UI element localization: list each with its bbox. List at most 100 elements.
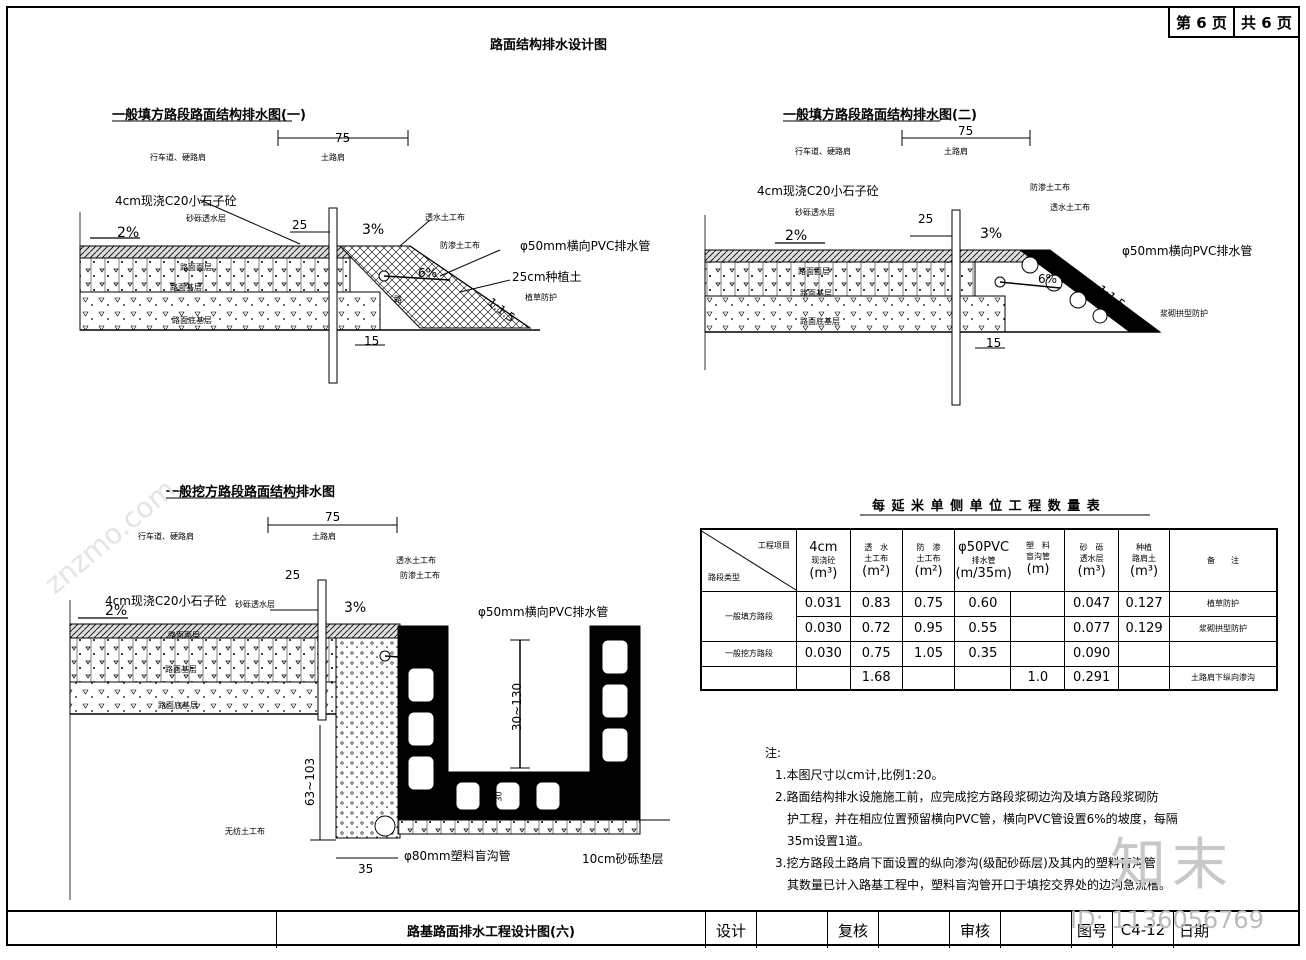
d3-dim-35: 35: [358, 862, 374, 876]
d3-layer3: 路面底基层: [158, 701, 198, 710]
d2-concrete-label: 4cm现浇C20小石子砼: [757, 184, 879, 198]
d3-slope-3: 3%: [344, 600, 367, 616]
d1-protect-label: 植草防护: [525, 293, 557, 302]
d3-concrete-label: 4cm现浇C20小石子砼: [105, 594, 227, 608]
d3-seepage-label: 防渗土工布: [400, 571, 440, 580]
title-block: 路基路面排水工程设计图(六) 设计 复核 审核 图号 C4-12 日期: [6, 910, 1300, 948]
notes-heading: 注:: [765, 746, 782, 760]
group-fill: 一般填方路段: [700, 590, 797, 642]
page-number-box: 第 6 页 共 6 页: [1168, 6, 1300, 38]
d3-pvc-label: φ50mm横向PVC排水管: [478, 605, 609, 619]
d3-dim-75: 75: [325, 510, 341, 524]
d2-slope-6: 6%: [1038, 272, 1058, 286]
main-title: 路面结构排水设计图: [490, 38, 608, 53]
d2-geotextile-label: 透水土工布: [1050, 203, 1090, 212]
date-label: 日期: [1178, 921, 1209, 940]
d3-height-label: 30~130: [510, 682, 525, 732]
note-item: 3.挖方路段土路肩下面设置的纵向渗沟(级配砂砾层)及其内的塑料盲沟管，: [775, 856, 1168, 870]
diagram2-title: 一般填方路段路面结构排水图(二): [783, 108, 977, 123]
d1-fill-label: 路: [394, 295, 402, 304]
d3-dim-30: 30: [494, 791, 504, 802]
header-gravel-layer: 砂 砾透水层(m³): [1064, 528, 1120, 592]
table-row: 一般挖方路段 0.030 0.75 1.05 0.35 0.090: [700, 640, 1278, 667]
d3-slope-6: 6%: [414, 642, 434, 656]
d2-dim-25: 25: [918, 212, 934, 226]
d1-dim-15: 15: [364, 334, 380, 348]
d1-lane-label: 行车道、硬路肩: [150, 153, 206, 162]
d2-protect-label: 浆砌拱型防护: [1160, 309, 1208, 318]
drawing-no-label: 图号: [1072, 912, 1113, 948]
d1-dim-25: 25: [292, 218, 308, 232]
drawing-title: 路基路面排水工程设计图(六): [277, 912, 706, 948]
note-item: 2.路面结构排水设施施工前，应完成挖方路段浆砌边沟及填方路段浆砌防: [775, 790, 1159, 804]
d3-geotextile-label: 透水土工布: [396, 556, 436, 565]
d2-seepage-label: 防渗土工布: [1030, 183, 1070, 192]
header-planting-soil: 种植路肩土(m³): [1118, 528, 1170, 592]
header-permeable-geotextile: 透 水土工布(m²): [849, 528, 903, 592]
drawing-frame: [6, 6, 1300, 946]
table-row: 0.030 0.72 0.95 0.55 0.077 0.129 浆砌拱型防护: [701, 615, 1278, 642]
d3-pipe80-label: φ80mm塑料盲沟管: [404, 849, 511, 863]
diagram1-title: 一般填方路段路面结构排水图(一): [112, 108, 306, 123]
page-total: 共 6 页: [1241, 13, 1292, 32]
d2-layer3: 路面底基层: [800, 317, 840, 326]
table-title: 每 延 米 单 侧 单 位 工 程 数 量 表: [872, 499, 1101, 514]
d3-sand-label: 10cm砂砾垫层: [582, 852, 664, 866]
d1-slope-2: 2%: [117, 225, 140, 241]
d3-depth-label: 63~103: [303, 757, 318, 807]
group-cut: 一般挖方路段: [700, 640, 797, 667]
d3-lane-label: 行车道、硬路肩: [138, 532, 194, 541]
d1-soil-label: 25cm种植土: [512, 270, 582, 284]
d3-gravel-label: 砂砾透水层: [235, 600, 275, 609]
diagram2-section: [704, 120, 1162, 406]
table-corner: 工程项目 路段类型: [700, 528, 797, 592]
page-current: 第 6 页: [1170, 8, 1235, 36]
review-label: 审核: [950, 912, 1001, 948]
notes-block: 注: 1.本图尺寸以cm计,比例1:20。 2.路面结构排水设施施工前，应完成挖…: [765, 742, 1178, 896]
d3-nonwoven-label: 无纺土工布: [225, 827, 265, 836]
watermark-id: ID: 1136056769: [1070, 906, 1264, 934]
header-seepage-geotextile: 防 渗土工布(m²): [901, 528, 956, 592]
d2-slope-2: 2%: [785, 228, 808, 244]
table-row: 1.68 1.0 0.291 土路肩下纵向渗沟: [700, 665, 1278, 691]
d2-gravel-label: 砂砾透水层: [795, 208, 835, 217]
table-row: 一般填方路段 0.031 0.83 0.75 0.60 0.047 0.127 …: [700, 590, 1278, 642]
d1-geotextile-label: 透水土工布: [425, 213, 465, 222]
diagram1-section: [79, 120, 540, 384]
d2-dim-75: 75: [958, 124, 974, 138]
note-item: 其数量已计入路基工程中，塑料盲沟管开口于填挖交界处的边沟急流槽。: [787, 878, 1172, 892]
check-label: 复核: [828, 912, 879, 948]
note-item: 35m设置1道。: [787, 834, 870, 848]
d1-concrete-label: 4cm现浇C20小石子砼: [115, 194, 237, 208]
note-item: 护工程，并在相应位置预留横向PVC管，横向PVC管设置6%的坡度，每隔: [787, 812, 1178, 826]
d2-layer2: 路面基层: [800, 289, 832, 298]
d3-slope-2: 2%: [105, 603, 128, 619]
d1-slope-3: 3%: [362, 222, 385, 238]
d3-shoulder-label: 土路肩: [312, 532, 336, 541]
diagram3-section: [69, 497, 670, 900]
d1-layer2: 路面基层: [170, 283, 202, 292]
drawing-no-value: C4-12: [1113, 912, 1174, 948]
d1-gravel-label: 砂砾透水层: [186, 214, 226, 223]
d3-layer1: 路面面层: [168, 631, 200, 640]
d2-dim-15: 15: [986, 336, 1002, 350]
diagram3-title: 一般挖方路段路面结构排水图: [166, 485, 336, 500]
d1-pvc-label: φ50mm横向PVC排水管: [520, 239, 651, 253]
watermark-brand: 知末: [1110, 833, 1234, 898]
note-item: 1.本图尺寸以cm计,比例1:20。: [775, 768, 944, 782]
d1-layer1: 路面面层: [180, 263, 212, 272]
d2-pvc-label: φ50mm横向PVC排水管: [1122, 244, 1253, 258]
d1-layer3: 路面底基层: [172, 316, 212, 325]
design-label: 设计: [706, 912, 757, 948]
header-remarks: 备 注: [1169, 528, 1278, 592]
d2-layer1: 路面面层: [798, 267, 830, 276]
d1-slope-6: 6%: [418, 266, 438, 280]
d2-shoulder-label: 土路肩: [944, 147, 968, 156]
d2-slope-3: 3%: [980, 226, 1003, 242]
d1-dim-75: 75: [335, 131, 351, 145]
d1-seepage-label: 防渗土工布: [440, 241, 480, 250]
